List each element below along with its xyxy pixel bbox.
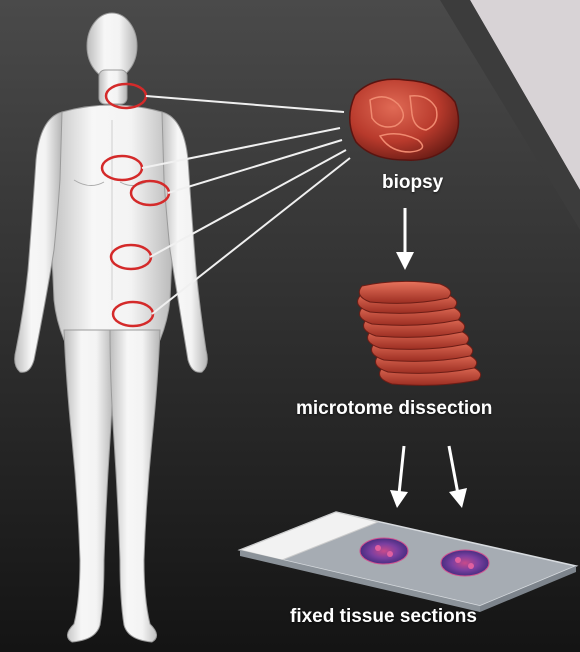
- fixed-tissue-sections-label: fixed tissue sections: [290, 606, 477, 628]
- biopsy-label: biopsy: [382, 172, 443, 194]
- microtome-dissection-label: microtome dissection: [296, 398, 492, 420]
- tissue-section-1: [360, 538, 408, 564]
- tissue-section-2: [441, 550, 489, 576]
- tissue-blob-icon: [350, 79, 459, 160]
